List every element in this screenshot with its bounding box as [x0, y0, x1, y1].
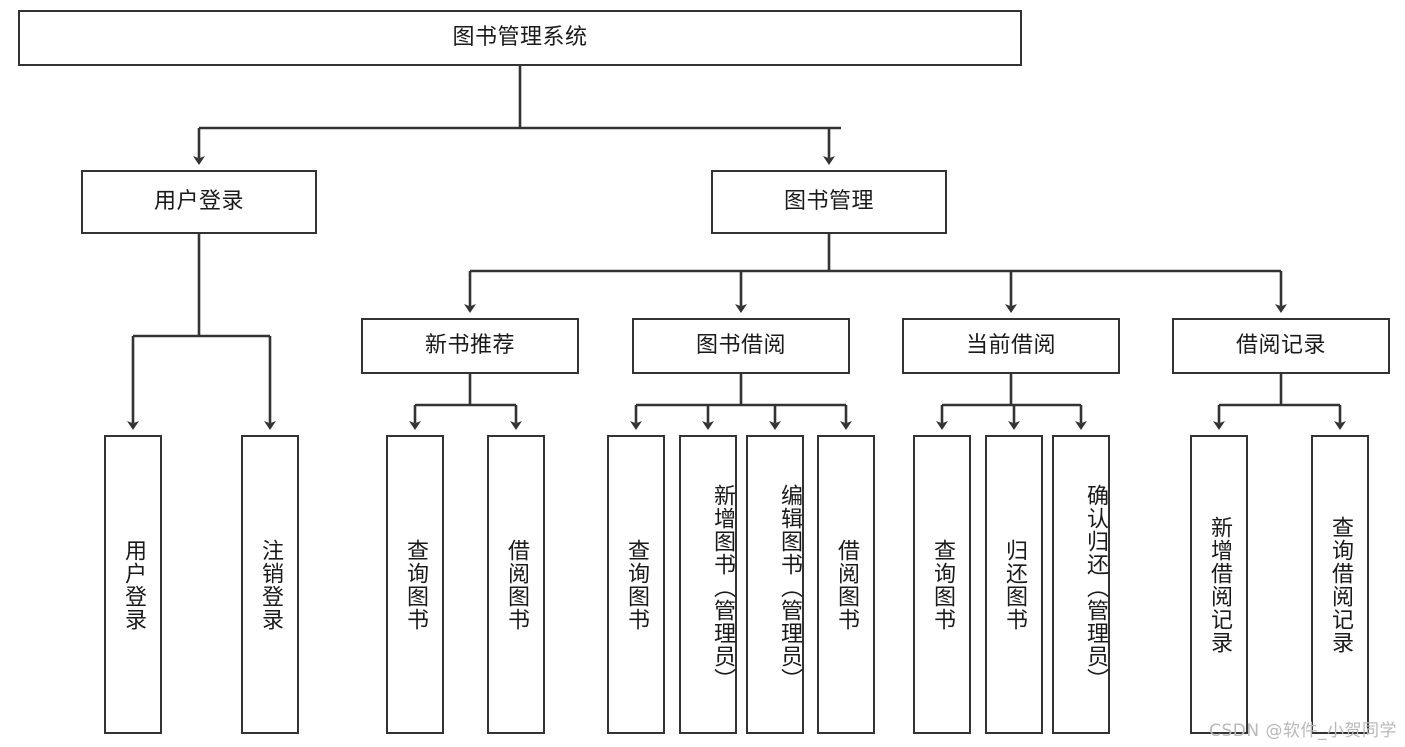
- node-leaf-borrow-book-1-label: 借阅图书: [503, 538, 529, 631]
- node-book-manage-label: 图书管理: [783, 188, 874, 214]
- node-leaf-user-login-label: 用户登录: [120, 538, 146, 631]
- node-root[interactable]: 图书管理系统: [18, 10, 1022, 66]
- node-leaf-confirm-return[interactable]: 确认归还（管理员）: [1052, 435, 1110, 734]
- node-leaf-confirm-return-label: 确认归还（管理员）: [1083, 484, 1108, 691]
- node-leaf-user-login[interactable]: 用户登录: [104, 435, 162, 734]
- node-leaf-query-book-3-label: 查询图书: [929, 538, 955, 631]
- node-leaf-return-book-label: 归还图书: [1001, 538, 1027, 631]
- node-current-borrow-label: 当前借阅: [965, 332, 1056, 358]
- node-leaf-add-book-label: 新增图书（管理员）: [710, 484, 735, 691]
- node-borrow-record-label: 借阅记录: [1235, 332, 1326, 358]
- node-book-borrow-label: 图书借阅: [695, 332, 786, 358]
- node-leaf-query-book-1-label: 查询图书: [402, 538, 428, 631]
- node-borrow-record[interactable]: 借阅记录: [1172, 318, 1390, 374]
- node-leaf-borrow-book-1[interactable]: 借阅图书: [487, 435, 545, 734]
- node-new-book-recommend-label: 新书推荐: [424, 332, 515, 358]
- node-leaf-query-record-label: 查询借阅记录: [1327, 515, 1353, 654]
- node-leaf-query-book-1[interactable]: 查询图书: [386, 435, 444, 734]
- node-leaf-edit-book-label: 编辑图书（管理员）: [777, 484, 802, 691]
- watermark: CSDN @软件_小贺同学: [1209, 721, 1397, 741]
- node-new-book-recommend[interactable]: 新书推荐: [361, 318, 579, 374]
- node-leaf-add-record[interactable]: 新增借阅记录: [1190, 435, 1248, 734]
- node-leaf-edit-book[interactable]: 编辑图书（管理员）: [746, 435, 804, 734]
- node-leaf-user-logout[interactable]: 注销登录: [241, 435, 299, 734]
- node-leaf-borrow-book-2-label: 借阅图书: [833, 538, 859, 631]
- node-book-borrow[interactable]: 图书借阅: [632, 318, 850, 374]
- node-leaf-query-book-3[interactable]: 查询图书: [913, 435, 971, 734]
- node-leaf-borrow-book-2[interactable]: 借阅图书: [817, 435, 875, 734]
- node-leaf-add-book[interactable]: 新增图书（管理员）: [679, 435, 737, 734]
- node-root-label: 图书管理系统: [452, 24, 588, 50]
- node-current-borrow[interactable]: 当前借阅: [902, 318, 1120, 374]
- node-user-login-label: 用户登录: [153, 188, 244, 214]
- node-leaf-user-logout-label: 注销登录: [257, 538, 283, 631]
- node-leaf-return-book[interactable]: 归还图书: [985, 435, 1043, 734]
- node-leaf-query-record[interactable]: 查询借阅记录: [1311, 435, 1369, 734]
- node-leaf-query-book-2-label: 查询图书: [623, 538, 649, 631]
- node-user-login[interactable]: 用户登录: [81, 170, 317, 234]
- node-leaf-query-book-2[interactable]: 查询图书: [607, 435, 665, 734]
- node-book-manage[interactable]: 图书管理: [711, 170, 947, 234]
- node-leaf-add-record-label: 新增借阅记录: [1206, 515, 1232, 654]
